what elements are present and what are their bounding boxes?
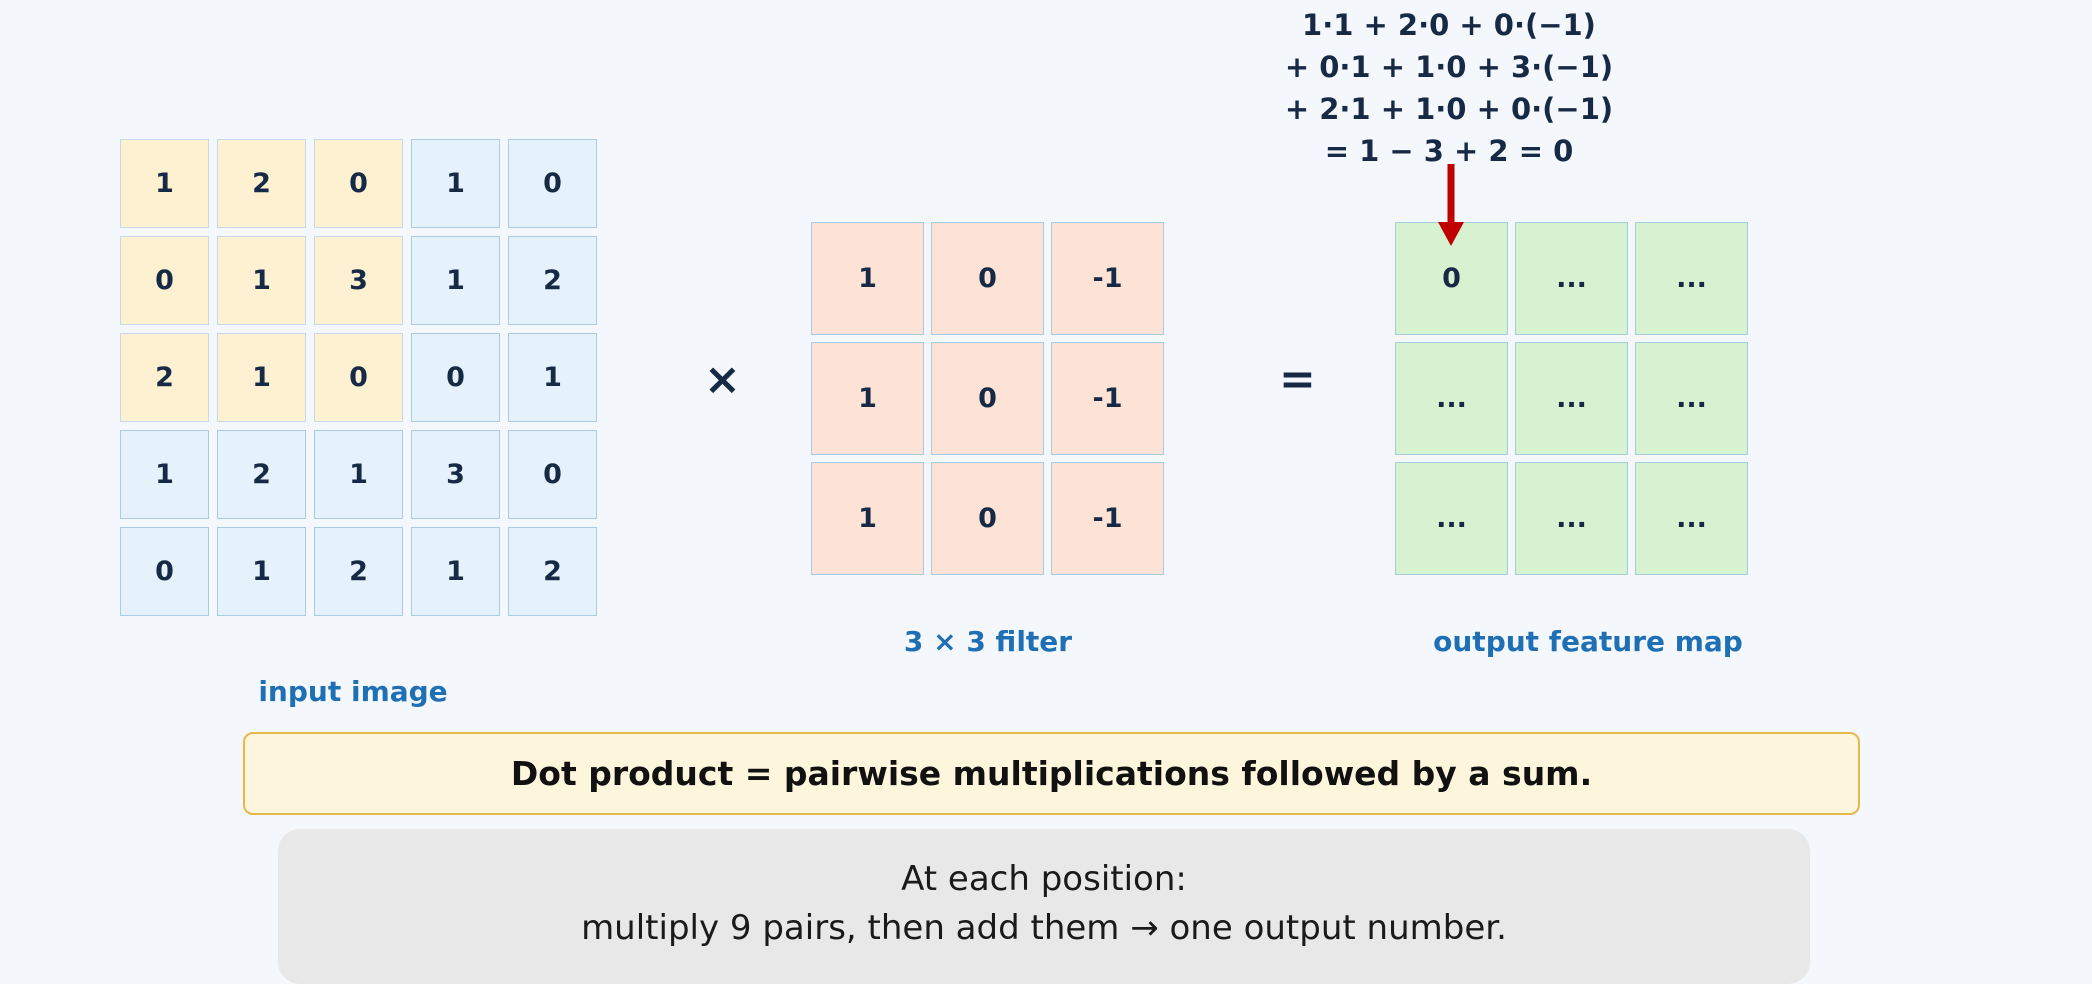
output-cell: ... [1515,222,1628,335]
output-cell: ... [1515,342,1628,455]
input-image-cell: 2 [508,236,597,325]
input-image-cell: 1 [217,333,306,422]
input-image-cell: 1 [217,527,306,616]
output-cell: ... [1635,222,1748,335]
input-image-cell: 0 [508,430,597,519]
output-cell: ... [1635,462,1748,575]
filter-cell: 0 [931,462,1044,575]
output-cell: ... [1635,342,1748,455]
input-image-cell: 1 [508,333,597,422]
input-image-cell: 2 [120,333,209,422]
input-image-label: input image [258,675,448,708]
output-cell: ... [1515,462,1628,575]
input-image-cell: 1 [411,139,500,228]
input-image-cell: 0 [411,333,500,422]
filter-cell: -1 [1051,222,1164,335]
filter-cell: 0 [931,342,1044,455]
multiply-symbol: × [704,354,741,405]
output-feature-map-label: output feature map [1433,625,1743,658]
input-image-cell: 2 [217,430,306,519]
equals-symbol: = [1279,354,1316,405]
equation-line: 1·1 + 2·0 + 0·(−1) [1302,8,1596,42]
explanation-note: At each position: multiply 9 pairs, then … [278,829,1810,984]
output-feature-map-grid: 0........................ [1395,222,1748,575]
input-image-cell: 2 [314,527,403,616]
note-line: At each position: [901,858,1187,899]
input-image-cell: 2 [217,139,306,228]
note-line: multiply 9 pairs, then add them → one ou… [581,907,1507,948]
filter-cell: 0 [931,222,1044,335]
filter-cell: -1 [1051,462,1164,575]
filter-cell: -1 [1051,342,1164,455]
filter-cell: 1 [811,342,924,455]
input-image-cell: 0 [314,139,403,228]
dot-product-equation: 1·1 + 2·0 + 0·(−1) + 0·1 + 1·0 + 3·(−1) + … [1249,4,1649,172]
input-image-cell: 3 [411,430,500,519]
down-arrow-icon [1438,164,1464,246]
input-image-cell: 1 [314,430,403,519]
equation-line: + 0·1 + 1·0 + 3·(−1) [1284,50,1614,84]
input-image-cell: 2 [508,527,597,616]
equation-line: = 1 − 3 + 2 = 0 [1324,134,1574,168]
input-image-cell: 0 [314,333,403,422]
input-image-cell: 1 [120,430,209,519]
filter-cell: 1 [811,462,924,575]
input-image-cell: 0 [120,527,209,616]
input-image-cell: 1 [411,527,500,616]
input-image-cell: 0 [508,139,597,228]
input-image-cell: 1 [120,139,209,228]
input-image-cell: 3 [314,236,403,325]
output-cell: ... [1395,462,1508,575]
output-cell: ... [1395,342,1508,455]
input-image-cell: 1 [411,236,500,325]
input-image-cell: 1 [217,236,306,325]
filter-label: 3 × 3 filter [903,625,1073,658]
filter-cell: 1 [811,222,924,335]
equation-line: + 2·1 + 1·0 + 0·(−1) [1284,92,1614,126]
dot-product-callout: Dot product = pairwise multiplications f… [243,732,1860,815]
input-image-cell: 0 [120,236,209,325]
